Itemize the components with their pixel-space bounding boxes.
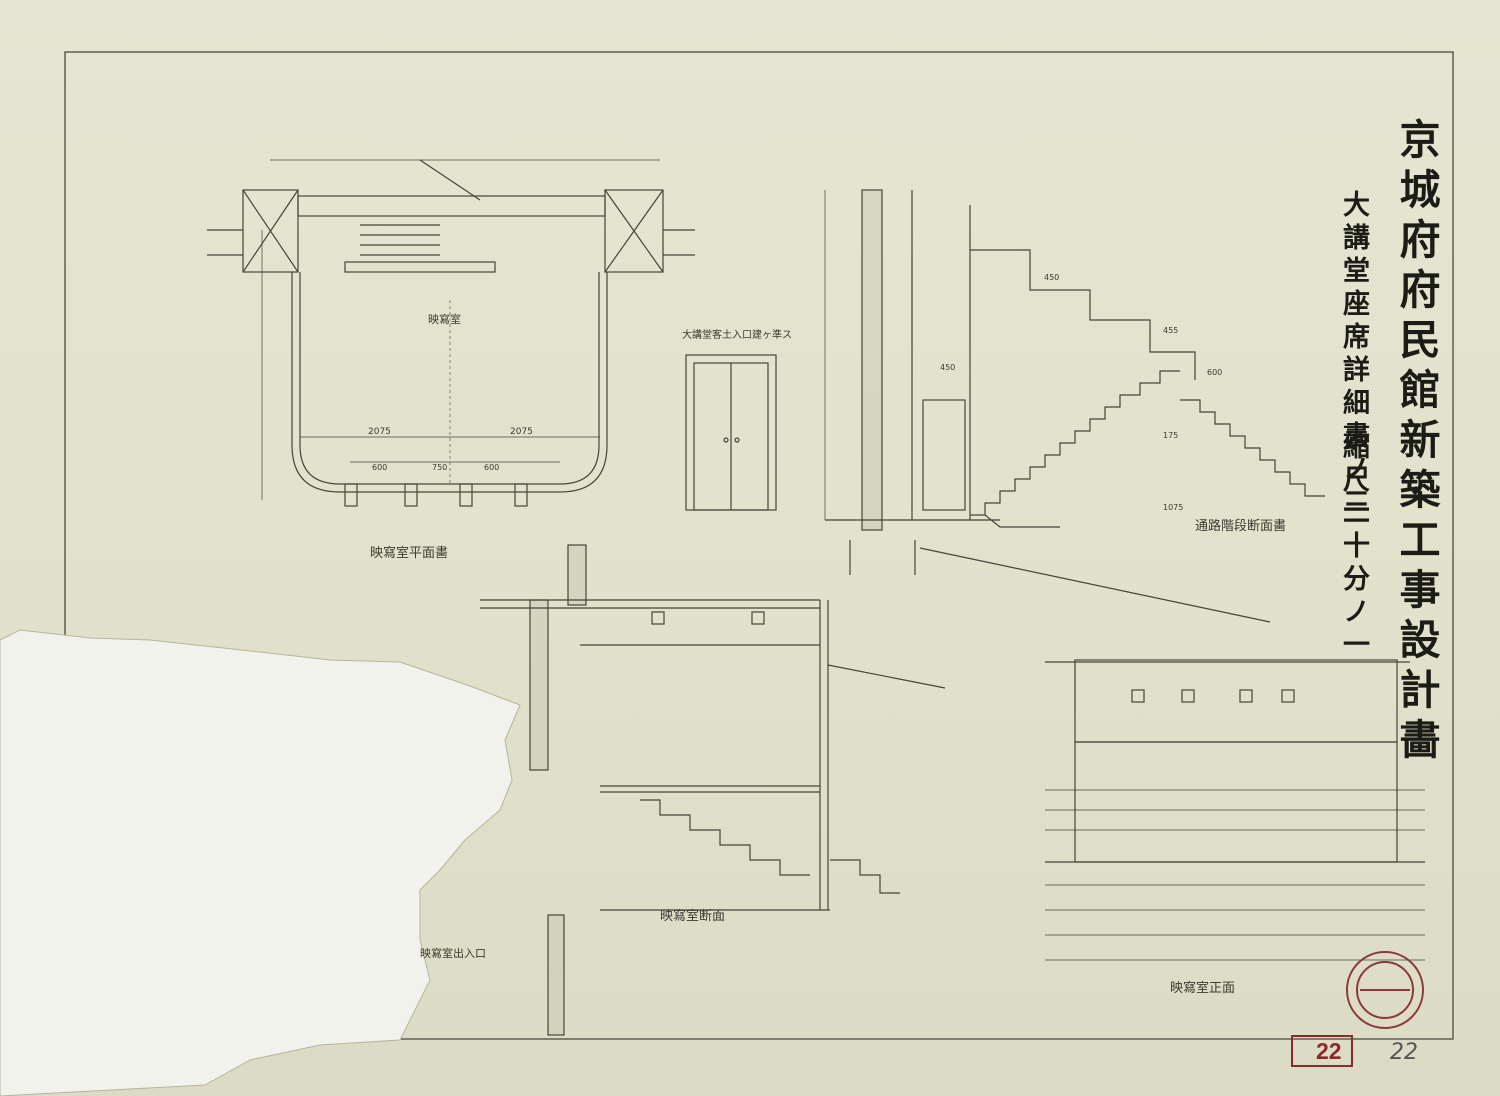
dim-opening-3: 600: [484, 463, 499, 472]
label-aisle-stair-section: 通路階段断面畵: [1195, 518, 1286, 534]
dim-plan-half-width-right: 2075: [510, 427, 533, 437]
torn-paper-area: [0, 629, 521, 1096]
sheet-number-pencil: 22: [1390, 1040, 1418, 1065]
dim-tread-3: 450: [940, 363, 955, 372]
label-projection-room-plan: 映寫室平面畵: [370, 545, 448, 561]
dim-opening-1: 600: [372, 463, 387, 472]
projection-room-elevation: [1045, 659, 1425, 961]
sheet-number-box: [1291, 1035, 1353, 1067]
dim-stair-rise-3: 600: [1207, 368, 1222, 377]
projection-room-plan: [207, 159, 695, 507]
label-projection-room-elevation: 映寫室正面: [1170, 980, 1235, 996]
aisle-stair-section: [824, 189, 1325, 623]
auditorium-door-elevation: [685, 354, 777, 511]
sub-title: 大講堂座席詳細畵ノ二: [1338, 190, 1369, 520]
projection-room-section: [480, 544, 946, 1036]
sheet-number-stamp: 22: [1316, 1038, 1342, 1064]
label-projection-room-entrance: 映寫室出入口: [420, 946, 486, 960]
dim-stair-rise-2: 455: [1163, 326, 1178, 335]
dim-opening-2: 750: [432, 463, 447, 472]
red-seal-stamp: [1346, 951, 1424, 1029]
scale-label: 縮尺二十分ノ一: [1338, 432, 1369, 663]
label-auditorium-entrance-note: 大講堂客土入口建ヶ準ス: [682, 328, 792, 341]
sheet-border: [64, 51, 1454, 1040]
dim-tread-1: 175: [1163, 431, 1178, 440]
label-projection-room-section: 映寫室断面: [660, 908, 725, 924]
main-title: 京城府府民館新築工事設計畵: [1392, 118, 1440, 768]
dim-stair-rise-1: 450: [1044, 273, 1059, 282]
label-projection-room-name: 映寫室: [428, 312, 461, 326]
dim-tread-2: 1075: [1163, 503, 1183, 512]
dim-plan-half-width-left: 2075: [368, 427, 391, 437]
